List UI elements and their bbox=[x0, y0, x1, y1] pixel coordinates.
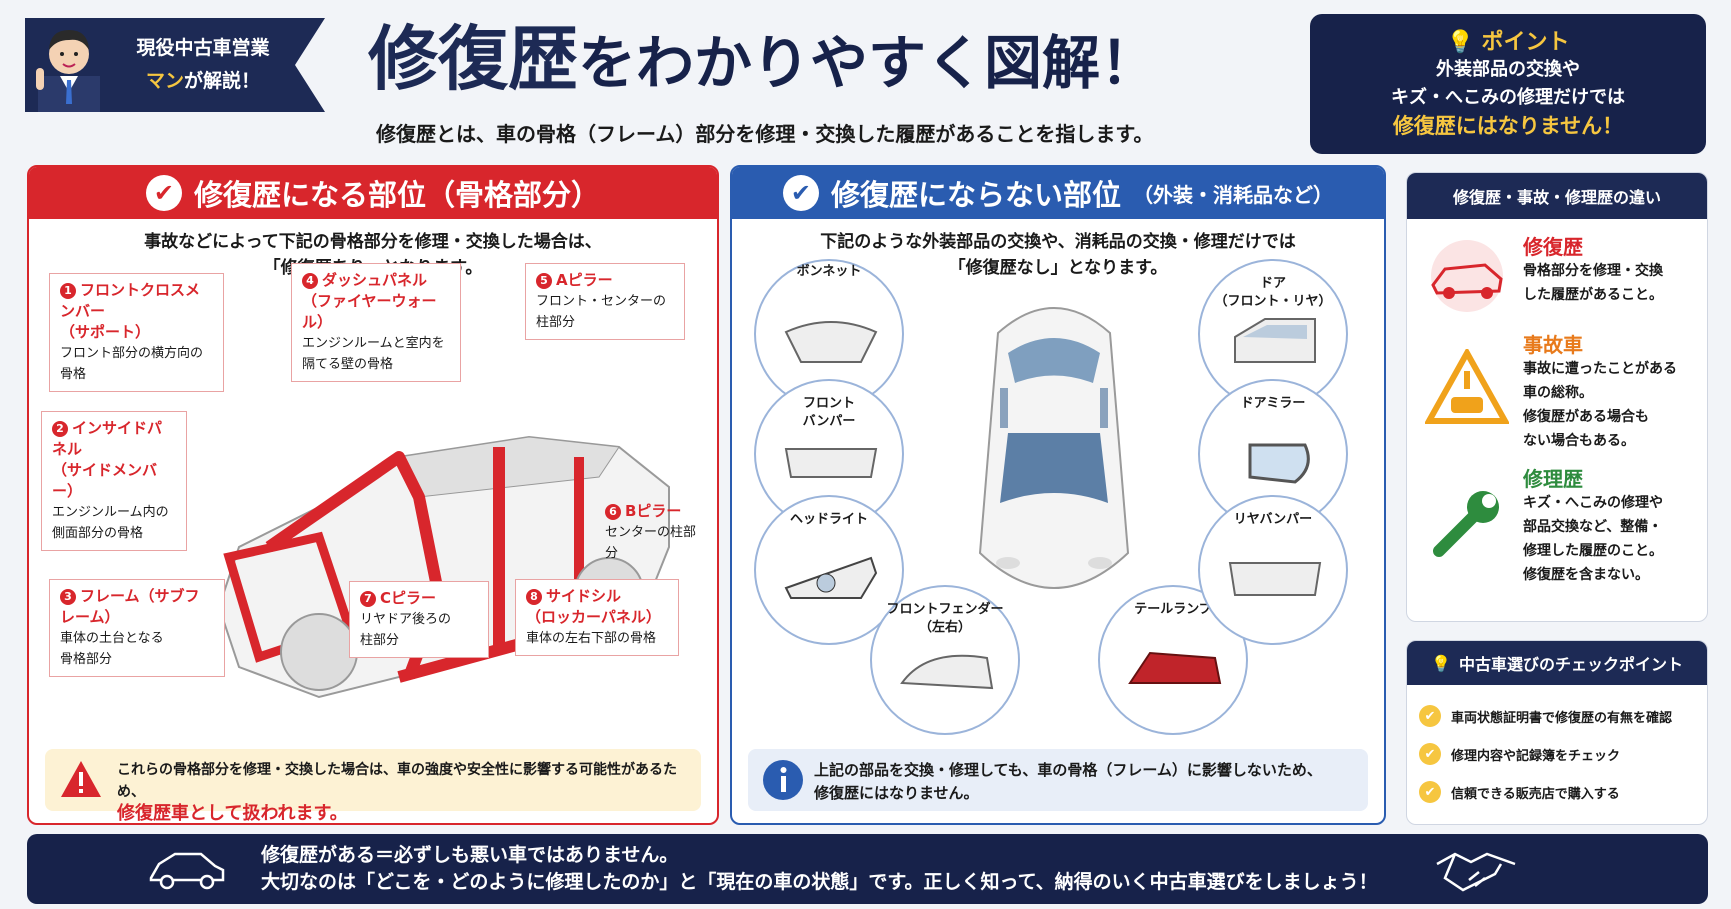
presenter-caption-line1: 現役中古車営業 bbox=[136, 37, 270, 59]
checkpoint-panel: 💡中古車選びのチェックポイント ✔車両状態証明書で修復歴の有無を確認 ✔修理内容… bbox=[1406, 640, 1708, 825]
lightbulb-icon: 💡 bbox=[1446, 30, 1474, 55]
info-icon bbox=[763, 760, 803, 800]
checkpoint-item: ✔修理内容や記録簿をチェック bbox=[1419, 743, 1620, 765]
car-outline-icon bbox=[149, 852, 225, 890]
lightbulb-icon: 💡 bbox=[1431, 653, 1451, 673]
repair-history-parts-header: ✔修復歴になる部位（骨格部分） bbox=[29, 167, 717, 219]
wrench-icon bbox=[1433, 491, 1499, 557]
info-text-2: 修復歴にはなりません。 bbox=[814, 784, 979, 802]
point-line1: 外装部品の交換や bbox=[1436, 59, 1580, 80]
repair-history-parts-panel: ✔修復歴になる部位（骨格部分） 事故などによって下記の骨格部分を修理・交換した場… bbox=[27, 165, 719, 825]
checkpoint-item: ✔信頼できる販売店で購入する bbox=[1419, 781, 1620, 803]
page-subtitle: 修復歴とは、車の骨格（フレーム）部分を修理・交換した履歴があることを指します。 bbox=[376, 122, 1154, 146]
presenter-caption-highlight: マン bbox=[145, 70, 184, 92]
point-line3: 修復歴にはなりません！ bbox=[1392, 114, 1624, 138]
check-icon: ✔ bbox=[1419, 743, 1441, 765]
repair-warning-box: これらの骨格部分を修理・交換した場合は、車の強度や安全性に影響する可能性があるた… bbox=[45, 749, 701, 823]
presenter-caption: 現役中古車営業 マンが解説！ bbox=[118, 32, 288, 98]
check-icon: ✔ bbox=[145, 175, 182, 211]
check-icon: ✔ bbox=[782, 175, 819, 211]
non-repair-parts-panel: ✔修復歴にならない部位（外装・消耗品など） 下記のような外装部品の交換や、消耗品… bbox=[730, 165, 1386, 825]
diff-repair-record: 修理歴キズ・へこみの修理や部品交換など、整備・修理した履歴のこと。修復歴を含まな… bbox=[1523, 467, 1663, 583]
handshake-icon bbox=[1436, 852, 1516, 892]
part-headlight: ヘッドライト bbox=[754, 495, 904, 645]
point-box: 💡 ポイント 外装部品の交換や キズ・へこみの修理だけでは 修復歴にはなりません… bbox=[1310, 14, 1706, 154]
point-line2: キズ・へこみの修理だけでは bbox=[1391, 87, 1625, 108]
damaged-car-icon bbox=[1431, 240, 1503, 312]
non-repair-info-box: 上記の部品を交換・修理しても、車の骨格（フレーム）に影響しないため、修復歴にはな… bbox=[748, 749, 1368, 811]
difference-header: 修復歴・事故・修理歴の違い bbox=[1407, 173, 1707, 219]
non-repair-parts-header: ✔修復歴にならない部位（外装・消耗品など） bbox=[732, 167, 1384, 219]
warning-icon bbox=[61, 761, 101, 797]
part-door: ドア（フロント・リヤ） bbox=[1198, 259, 1348, 409]
presenter-caption-line2: が解説！ bbox=[184, 70, 261, 92]
page-title: 修復歴をわかりやすく図解！ bbox=[368, 14, 1158, 108]
check-icon: ✔ bbox=[1419, 781, 1441, 803]
point-title: 💡 ポイント bbox=[1446, 30, 1570, 55]
page-title-rest: をわかりやすく図解！ bbox=[578, 29, 1159, 97]
part-door-mirror: ドアミラー bbox=[1198, 379, 1348, 529]
diff-repair-history: 修復歴骨格部分を修理・交換した履歴があること。 bbox=[1523, 235, 1663, 303]
salesman-avatar bbox=[36, 30, 100, 112]
part-front-fender: フロントフェンダー（左右） bbox=[870, 585, 1020, 735]
page-title-main: 修復歴 bbox=[368, 18, 578, 100]
part-rear-bumper: リヤバンパー bbox=[1198, 495, 1348, 645]
warning-highlight: 修復歴車として扱われます。 bbox=[117, 803, 348, 824]
footer-line1: 修復歴がある＝必ずしも悪い車ではありません。 bbox=[261, 844, 679, 866]
difference-panel: 修復歴・事故・修理歴の違い 修復歴骨格部分を修理・交換した履歴があること。 事故… bbox=[1406, 172, 1708, 622]
checkpoint-header: 💡中古車選びのチェックポイント bbox=[1407, 641, 1707, 685]
diff-accident-car: 事故車事故に遭ったことがある車の総称。修復歴がある場合もない場合もある。 bbox=[1523, 333, 1677, 449]
car-topview-illustration bbox=[978, 307, 1130, 589]
non-repair-intro: 下記のような外装部品の交換や、消耗品の交換・修理だけでは「修復歴なし」となります… bbox=[820, 232, 1296, 278]
info-text: 上記の部品を交換・修理しても、車の骨格（フレーム）に影響しないため、 bbox=[814, 761, 1322, 779]
check-icon: ✔ bbox=[1419, 705, 1441, 727]
footer-line2: 大切なのは「どこを・どのように修理したのか」と「現在の車の状態」です。正しく知っ… bbox=[261, 871, 1378, 893]
accident-warning-icon bbox=[1425, 349, 1509, 424]
part-tail-lamp: テールランプ bbox=[1098, 585, 1248, 735]
footer-banner: 修復歴がある＝必ずしも悪い車ではありません。大切なのは「どこを・どのように修理し… bbox=[27, 834, 1708, 904]
checkpoint-item: ✔車両状態証明書で修復歴の有無を確認 bbox=[1419, 705, 1672, 727]
warning-text: これらの骨格部分を修理・交換した場合は、車の強度や安全性に影響する可能性があるた… bbox=[117, 762, 677, 800]
